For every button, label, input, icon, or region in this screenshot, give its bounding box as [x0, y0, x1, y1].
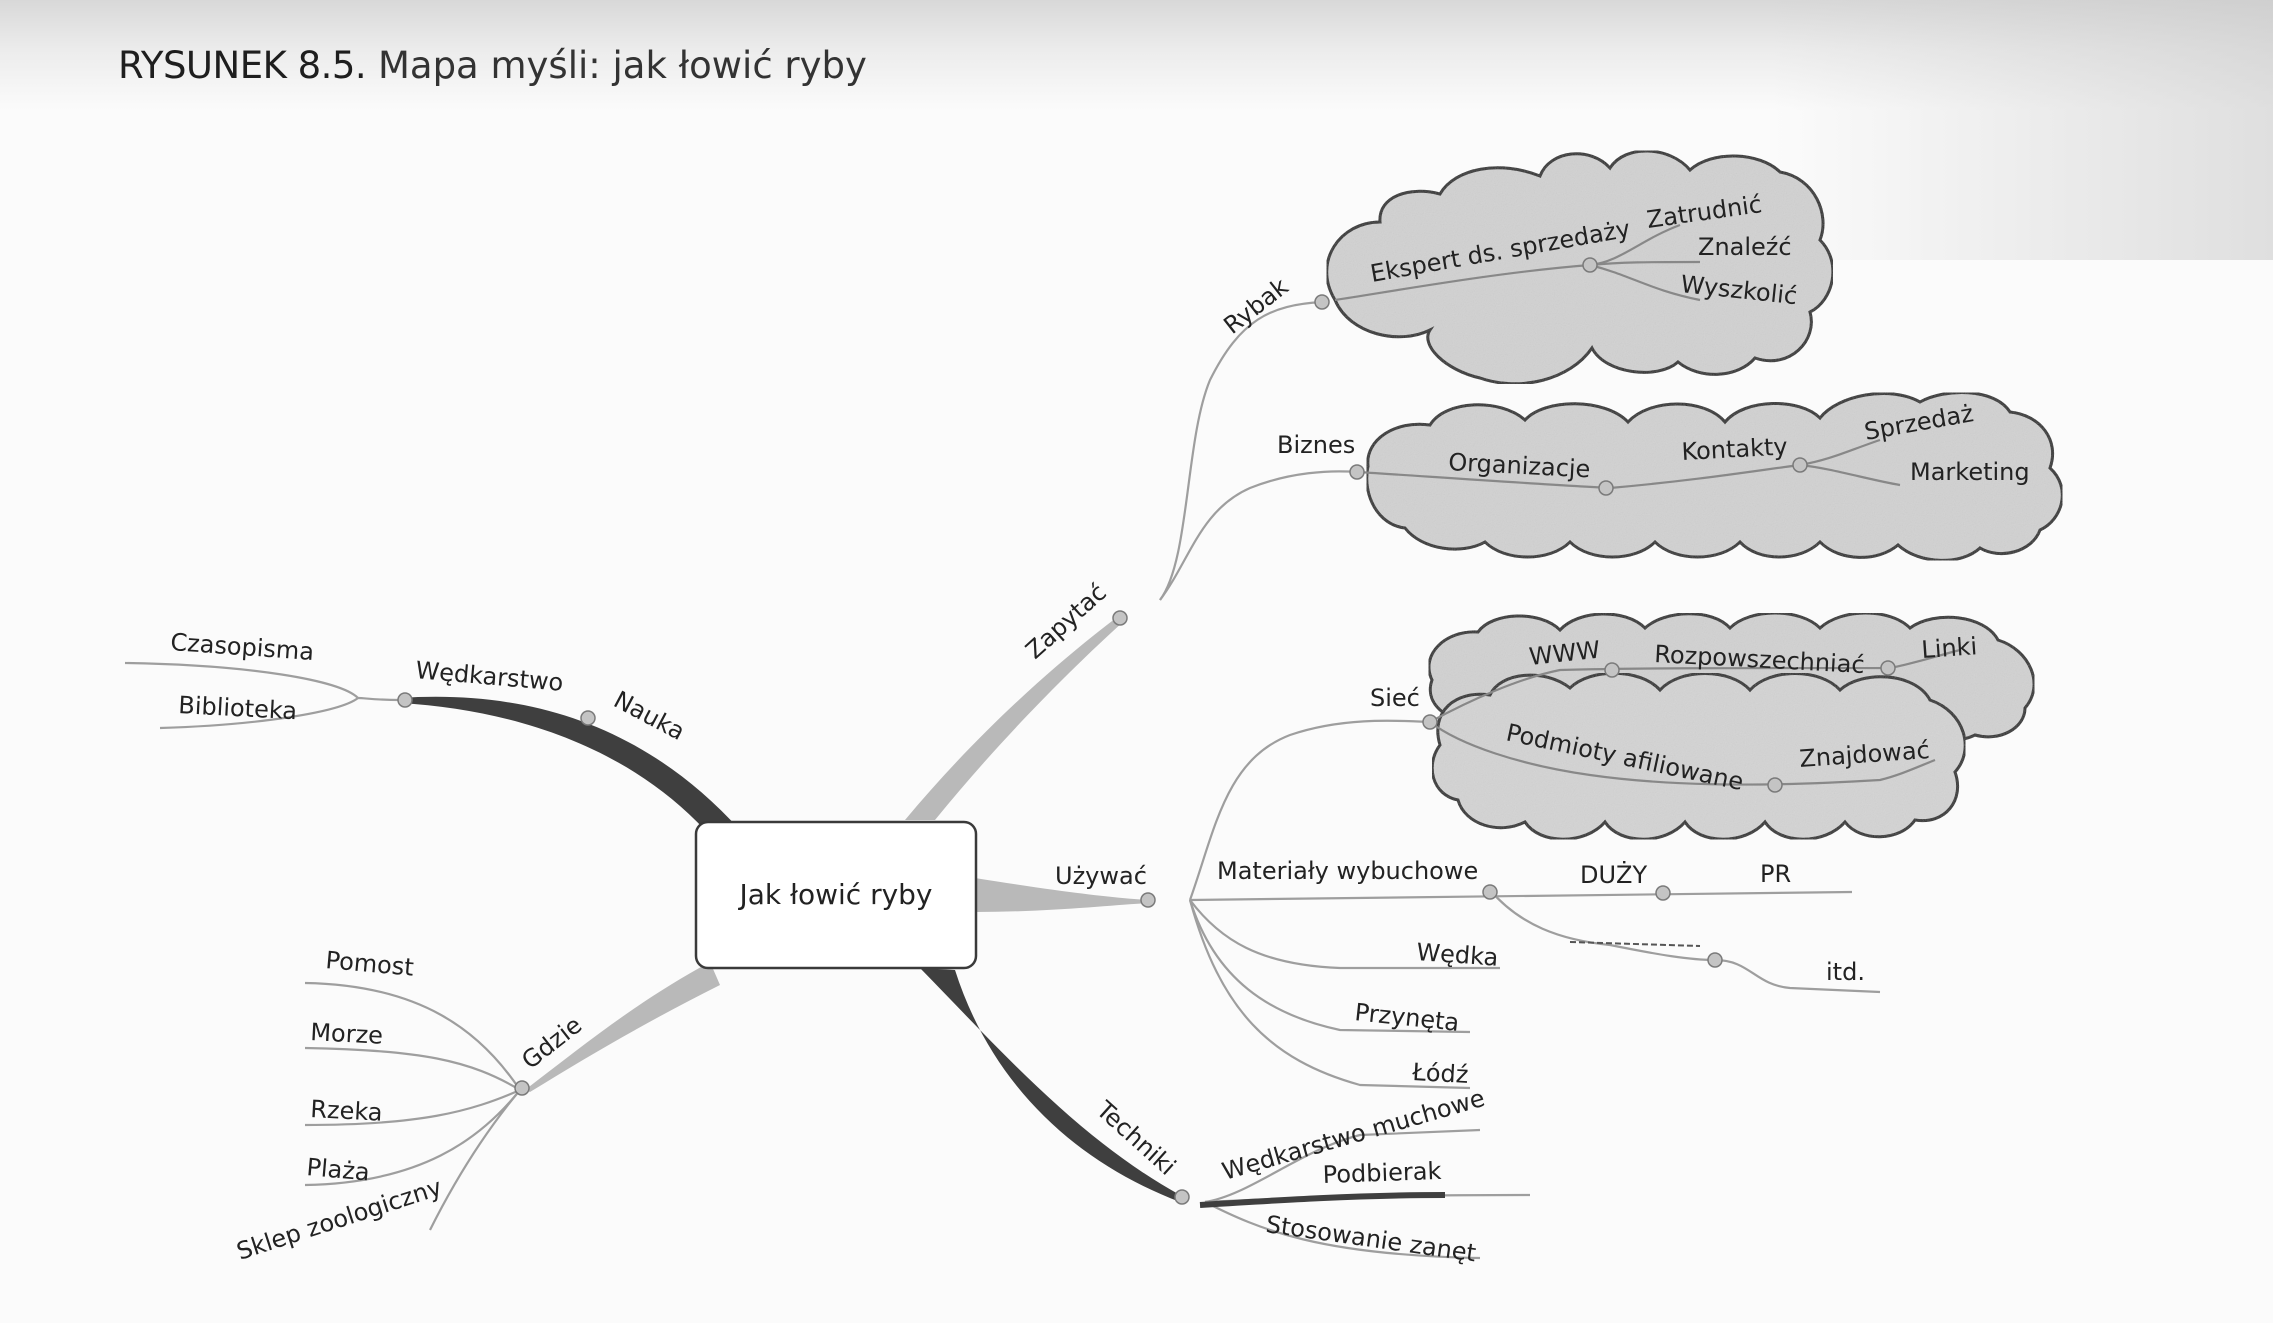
label-nauka: Nauka: [609, 686, 689, 746]
label-rybak: Rybak: [1218, 272, 1293, 339]
cloud-rybak: [1325, 149, 1835, 386]
label-biblioteka: Biblioteka: [178, 691, 298, 725]
branch-uzywac: [975, 878, 1150, 912]
label-materialy: Materiały wybuchowe: [1217, 857, 1478, 885]
cloud-lines: [1334, 223, 1961, 786]
branch-techniki: [920, 968, 1180, 1202]
figure-caption: RYSUNEK 8.5. Mapa myśli: jak łowić ryby: [118, 44, 867, 87]
page-corner-shadow: [1773, 0, 2273, 260]
label-wedkarstwo: Wędkarstwo: [414, 656, 564, 697]
label-sklep-zoologiczny: Sklep zoologiczny: [233, 1173, 445, 1266]
techniki-podbierak-line: [1199, 1192, 1446, 1208]
label-podbierak: Podbierak: [1322, 1157, 1442, 1189]
connector-lines: [124, 300, 1881, 1260]
figure-label: RYSUNEK 8.5.: [118, 44, 367, 87]
label-lodz: Łódź: [1411, 1058, 1469, 1089]
label-rzeka: Rzeka: [310, 1095, 384, 1127]
node-dots: [397, 257, 1896, 1205]
label-plaza: Plaża: [305, 1153, 370, 1186]
label-duzy: DUŻY: [1580, 860, 1647, 889]
label-gdzie: Gdzie: [516, 1011, 587, 1075]
label-itd: itd.: [1826, 958, 1865, 986]
label-morze: Morze: [310, 1018, 384, 1050]
label-marketing: Marketing: [1910, 458, 2030, 486]
label-biznes: Biznes: [1277, 431, 1355, 459]
label-uzywac: Używać: [1055, 862, 1147, 890]
label-linki: Linki: [1920, 632, 1978, 664]
label-pomost: Pomost: [324, 946, 414, 982]
branch-gdzie: [525, 962, 720, 1092]
branch-nauka: [400, 696, 740, 830]
label-czasopisma: Czasopisma: [170, 628, 315, 666]
label-siec: Sieć: [1370, 684, 1420, 712]
label-wedka: Wędka: [1416, 938, 1500, 972]
central-topic: Jak łowić ryby: [737, 878, 932, 911]
figure-title: Mapa myśli: jak łowić ryby: [377, 44, 867, 87]
label-pr: PR: [1760, 860, 1791, 888]
label-kontakty: Kontakty: [1681, 432, 1788, 466]
dashed-marker: [1569, 941, 1701, 947]
label-znalezc: Znaleźć: [1698, 233, 1792, 261]
label-zapytac: Zapytać: [1020, 578, 1111, 664]
central-topic-box: [694, 820, 978, 970]
branch-zapytac: [905, 615, 1124, 820]
label-stosowanie-zanet: Stosowanie zanęt: [1264, 1210, 1478, 1267]
